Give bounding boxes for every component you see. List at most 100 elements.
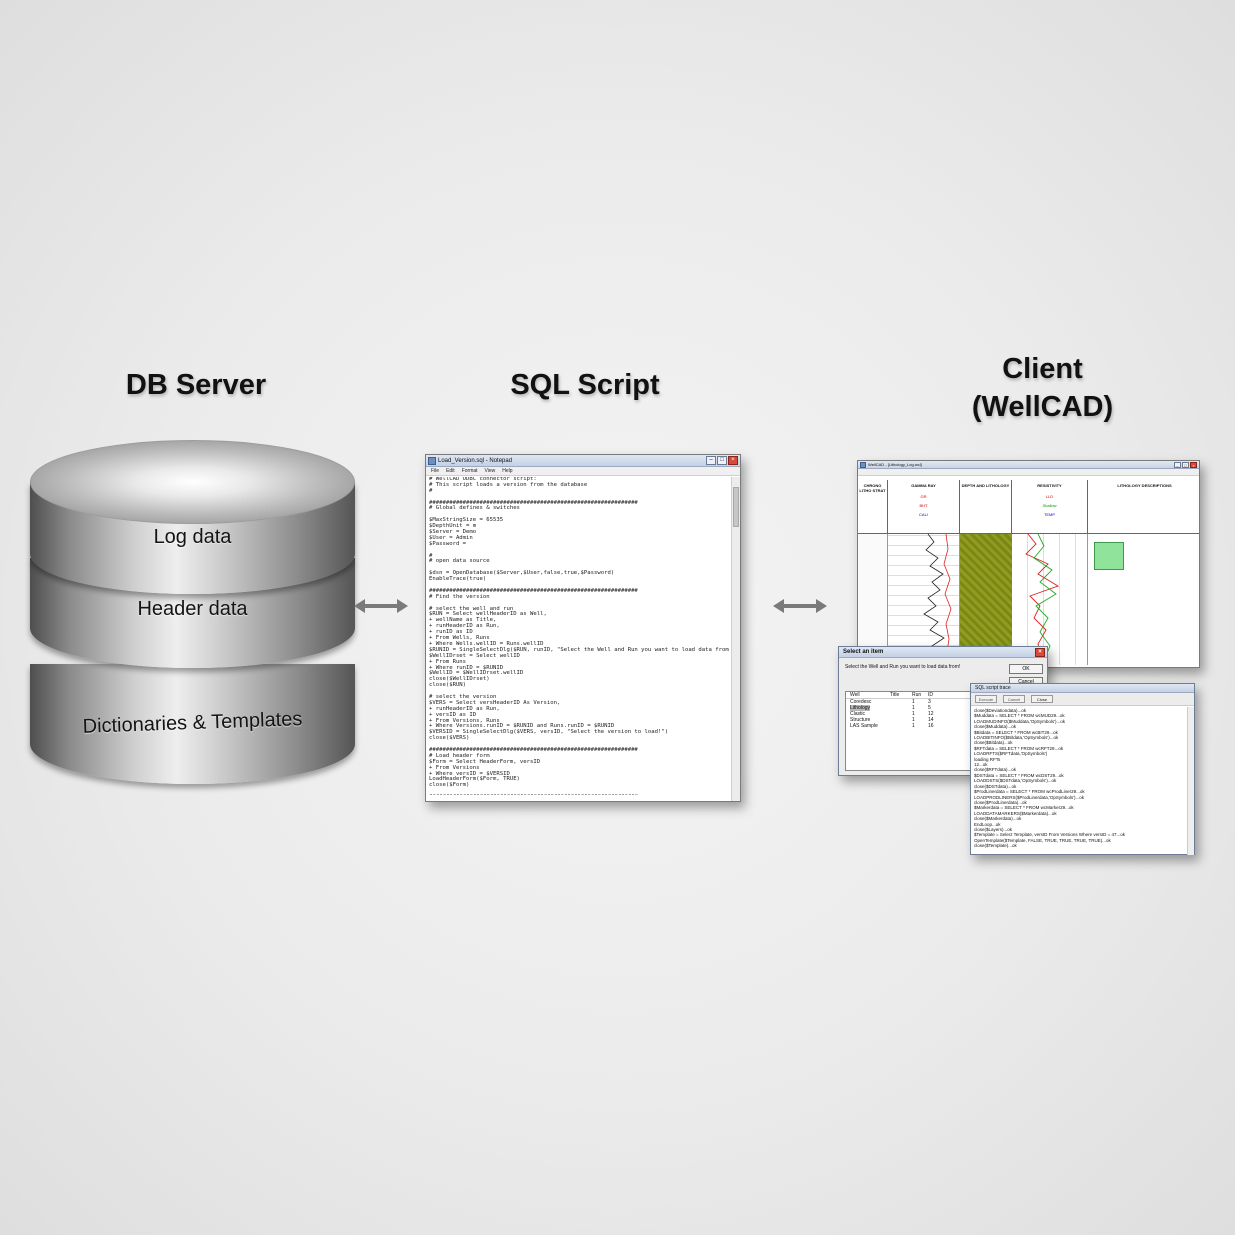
list-cell-run: 1 bbox=[912, 705, 915, 711]
maximize-icon[interactable]: □ bbox=[717, 456, 727, 465]
code-line: # bbox=[429, 487, 433, 494]
code-line: # Global defines & switches bbox=[429, 505, 520, 512]
code-line: + Where Wells.wellID = Runs.wellID bbox=[429, 640, 544, 647]
code-line: ########################################… bbox=[429, 499, 638, 506]
db-server-heading: DB Server bbox=[125, 369, 267, 401]
log-curves bbox=[923, 534, 1060, 665]
trace-line: close($Bitdata)...ok bbox=[974, 740, 1013, 746]
code-line: + runID as ID bbox=[429, 629, 473, 636]
code-line: $MaxStringSize = 65535 bbox=[429, 517, 504, 524]
db-layer-dictionaries: Dictionaries & Templates bbox=[30, 664, 355, 794]
column-header-run[interactable]: Run bbox=[912, 692, 922, 698]
code-line: + Where runID = $RUNID bbox=[429, 664, 504, 671]
dialog-titlebar: Select an item × bbox=[839, 647, 1047, 658]
code-line: $VERSID = SingleSelectDlg($VERS, versID,… bbox=[429, 729, 669, 736]
trace-line: close($Layers)...ok bbox=[974, 826, 1013, 832]
notepad-title: Load_Version.sql - Notepad bbox=[438, 458, 513, 464]
code-line: # select the well and run bbox=[429, 605, 514, 612]
menu-file[interactable]: File bbox=[431, 468, 440, 474]
menu-help[interactable]: Help bbox=[502, 468, 513, 474]
code-line: $VERS = Select versHeaderID As Version, bbox=[429, 699, 561, 706]
code-line: $Form = Select HeaderForm, versID bbox=[429, 758, 541, 765]
code-line: + From Versions, Runs bbox=[429, 717, 500, 724]
db-layer-log-data: Log data bbox=[30, 440, 355, 600]
code-line: # bbox=[429, 552, 433, 559]
code-line: # WellCAD ODBC connector script: bbox=[429, 477, 537, 482]
trace-title: SQL script trace bbox=[975, 685, 1011, 691]
minimize-icon[interactable]: – bbox=[1174, 462, 1181, 468]
code-line: + versID as ID bbox=[429, 711, 477, 718]
code-line: $WellID = $WellIDrset.wellID bbox=[429, 670, 524, 677]
trace-cancel-button[interactable]: Cancel bbox=[1003, 695, 1025, 703]
code-line: # Load header form bbox=[429, 752, 490, 759]
close-icon[interactable]: × bbox=[1190, 462, 1197, 468]
trace-titlebar: SQL script trace bbox=[971, 684, 1194, 693]
trace-line: close($Template)...ok bbox=[974, 843, 1017, 849]
column-header-well[interactable]: Well bbox=[850, 692, 860, 698]
menu-edit[interactable]: Edit bbox=[446, 468, 455, 474]
close-icon[interactable]: × bbox=[728, 456, 738, 465]
list-cell-id: 12 bbox=[928, 711, 934, 717]
trace-close-button[interactable]: Close bbox=[1031, 695, 1053, 703]
column-header-title[interactable]: Title bbox=[890, 692, 900, 698]
code-line: # open data source bbox=[429, 558, 490, 565]
code-line: close($RUN) bbox=[429, 682, 467, 689]
curve-label-shallow: Shallow bbox=[1042, 503, 1057, 508]
code-line: + wellName as Title, bbox=[429, 617, 497, 624]
code-line: $RUN = Select wellHeaderID as Well, bbox=[429, 611, 547, 618]
code-line: + From Versions bbox=[429, 764, 480, 771]
trace-line: EndLoop...ok bbox=[974, 821, 1001, 827]
close-icon[interactable]: × bbox=[1035, 648, 1045, 657]
sql-code-text[interactable]: # WellCAD ODBC connector script:# This s… bbox=[429, 477, 729, 795]
list-cell-id: 16 bbox=[928, 723, 934, 729]
trace-line: $DSTdata = SELECT * FROM wcDST29...ok bbox=[974, 772, 1064, 778]
menu-format[interactable]: Format bbox=[461, 468, 478, 474]
db-layer-label: Header data bbox=[137, 598, 248, 620]
trace-line: $Muddata = SELECT * FROM wcMUD29...ok bbox=[974, 713, 1065, 719]
notepad-titlebar: Load_Version.sql - Notepad – □ × bbox=[426, 455, 740, 467]
trace-line: $Bitdata = SELECT * FROM wcBIT29...ok bbox=[974, 729, 1058, 735]
code-line: ########################################… bbox=[429, 587, 638, 594]
wellcad-toolbar[interactable] bbox=[858, 469, 1199, 476]
track-header-chrono: CHRONO LITHO STRAT bbox=[858, 480, 888, 534]
trace-line: $RFTdata = SELECT * FROM wcRFT29...ok bbox=[974, 745, 1064, 751]
wellcad-title: WellCAD - [Lithology_Log.wcl] bbox=[868, 462, 922, 467]
trace-line: LOADDSTS($DSTdata,'OpSymbols')...ok bbox=[974, 778, 1057, 784]
code-line: $RUNID = SingleSelectDlg($RUN, runID, "S… bbox=[429, 646, 729, 653]
notepad-menubar: File Edit Format View Help bbox=[426, 467, 740, 476]
menu-view[interactable]: View bbox=[484, 468, 496, 474]
annotation-box bbox=[1094, 542, 1124, 570]
track-header-depth: DEPTH AND LITHOLOGY bbox=[960, 480, 1012, 534]
code-line: + runHeaderID as Run, bbox=[429, 705, 500, 712]
list-cell-well: Coredesc bbox=[850, 699, 872, 705]
code-line: # Find the version bbox=[429, 593, 490, 600]
trace-scrollbar[interactable] bbox=[1187, 707, 1194, 855]
execute-button[interactable]: Execute bbox=[975, 695, 997, 703]
code-line: + Where Versions.runID = $RUNID and Runs… bbox=[429, 723, 615, 730]
code-line: LoadHeaderForm($Form, TRUE) bbox=[429, 776, 520, 783]
code-line: + Where versID = $VERSID bbox=[429, 770, 510, 777]
column-header-id[interactable]: ID bbox=[928, 692, 933, 698]
minimize-icon[interactable]: – bbox=[706, 456, 716, 465]
trace-line: $ProdLinerdata = SELECT * FROM wcProdLin… bbox=[974, 789, 1085, 795]
lithology-column bbox=[960, 534, 1012, 665]
code-line: $User = Admin bbox=[429, 534, 473, 541]
ok-button[interactable]: OK bbox=[1009, 664, 1043, 674]
client-heading-line2: (WellCAD) bbox=[971, 391, 1114, 423]
trace-line: close($Markerdata)...ok bbox=[974, 816, 1022, 822]
track-chrono bbox=[858, 534, 888, 665]
database-cylinder-icon: Dictionaries & Templates Header data Log… bbox=[30, 440, 355, 800]
notepad-scrollbar[interactable] bbox=[731, 477, 740, 801]
trace-output[interactable]: close($Deviationdata)...ok$Muddata = SEL… bbox=[974, 708, 1186, 854]
dialog-prompt: Select the Well and Run you want to load… bbox=[845, 664, 961, 670]
maximize-icon[interactable]: □ bbox=[1182, 462, 1189, 468]
code-line: $Server = Demo bbox=[429, 529, 477, 536]
code-line: + runHeaderID as Run, bbox=[429, 623, 500, 630]
list-cell-well: Structure bbox=[850, 717, 871, 723]
track-resistivity bbox=[1012, 534, 1088, 665]
